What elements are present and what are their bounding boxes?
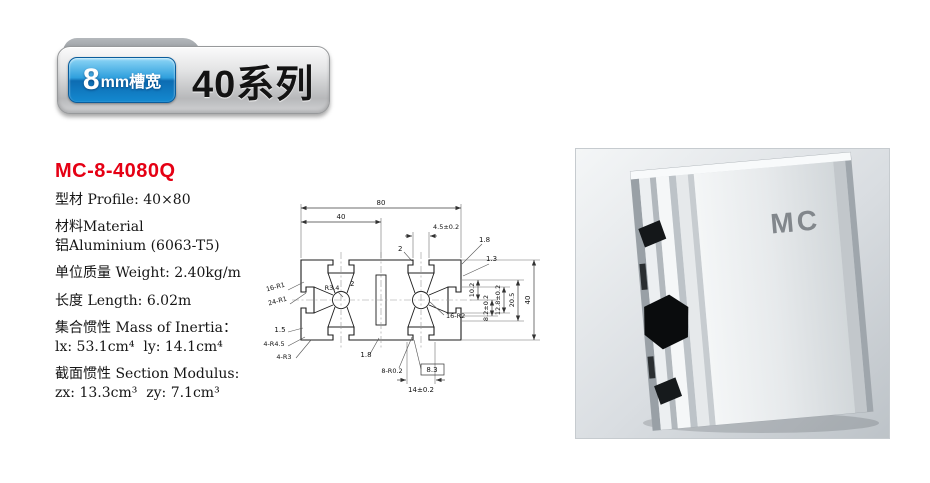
badge-plate: 8 mm槽宽 40系列 <box>57 46 330 114</box>
dim-fillet-4r3: 4-R3 <box>276 353 291 361</box>
product-photo: MC <box>576 149 889 438</box>
spec-inertia-label: 集合惯性 Mass of Inertia： <box>55 320 237 337</box>
cross-section-drawing: 80 40 4.5±0.2 1.8 2 1.3 16-R1 24-R1 R3.4… <box>263 199 540 394</box>
slot-groove-lower <box>647 356 656 379</box>
spec-modulus-value: zx: 13.3cm³ zy: 7.1cm³ <box>55 384 220 401</box>
spec-profile: 型材 Profile: 40×80 <box>55 192 191 208</box>
spec-modulus-group: 截面惯性 Section Modulus: zx: 13.3cm³ zy: 7.… <box>55 365 307 402</box>
center-bore-cavity <box>644 294 689 350</box>
dim-128: 12.8±0.2 <box>494 285 502 315</box>
spec-material-group: 材料Material 铝Aluminium (6063-T5) <box>55 218 307 255</box>
dim-wall-18-top: 1.8 <box>479 236 490 244</box>
dim-83: 8.3 <box>426 366 437 374</box>
dim-radius-r34: R3.4 <box>325 284 340 292</box>
dim-slot-top: 4.5±0.2 <box>433 223 459 231</box>
series-title: 40系列 <box>192 63 315 106</box>
dim-height-40: 40 <box>524 296 532 305</box>
spec-material-value: 铝Aluminium (6063-T5) <box>55 237 220 254</box>
dim-wall-2-left: 2 <box>350 280 354 288</box>
product-model: MC-8-4080Q <box>55 160 176 182</box>
dim-wall-2-top: 2 <box>398 245 402 253</box>
slot-width-unit: mm槽宽 <box>100 74 162 91</box>
spec-weight: 单位质量 Weight: 2.40kg/m <box>55 265 241 282</box>
dim-82: 8.2±0.2 <box>482 295 490 321</box>
slot-width-tab: 8 mm槽宽 <box>68 57 176 103</box>
dim-102: 10.2 <box>468 283 476 297</box>
slot-cavity-bottom <box>654 377 683 405</box>
product-photo-panel: MC <box>575 148 890 439</box>
series-badge: 8 mm槽宽 40系列 <box>57 38 330 114</box>
spec-weight-group: 单位质量 Weight: 2.40kg/m <box>55 264 307 282</box>
dim-fillet-4r45: 4-R4.5 <box>263 340 284 348</box>
dim-wall-18-bottom: 1.8 <box>360 351 371 359</box>
slot-width-number: 8 <box>82 63 100 96</box>
dim-14: 14±0.2 <box>408 386 434 394</box>
dimension-labels: 80 40 4.5±0.2 1.8 2 1.3 16-R1 24-R1 R3.4… <box>263 199 532 394</box>
slot-groove-upper <box>639 263 648 290</box>
spec-profile-group: 型材 Profile: 40×80 <box>55 191 307 209</box>
brand-embossing: MC <box>769 204 821 239</box>
dim-fillet-16r1: 16-R1 <box>265 281 286 294</box>
spec-inertia-group: 集合惯性 Mass of Inertia： lx: 53.1cm⁴ ly: 14… <box>55 319 307 356</box>
spec-list: 型材 Profile: 40×80 材料Material 铝Aluminium … <box>55 191 307 411</box>
dim-205: 20.5 <box>508 293 516 307</box>
dim-bore-16r2: 16-R2 <box>446 312 465 320</box>
dim-fillet-24r1: 24-R1 <box>267 295 288 308</box>
dim-half-width: 40 <box>337 213 346 221</box>
spec-length: 长度 Length: 6.02m <box>55 292 192 309</box>
spec-inertia-value: lx: 53.1cm⁴ ly: 14.1cm⁴ <box>55 338 223 355</box>
profile-outline <box>292 252 472 348</box>
dim-total-width: 80 <box>377 199 386 207</box>
dim-wall-13: 1.3 <box>486 255 497 263</box>
aluminium-profile-render: MC <box>629 151 874 431</box>
centerlines <box>292 252 472 348</box>
spec-length-group: 长度 Length: 6.02m <box>55 292 307 310</box>
slot-cavity-top <box>638 220 667 248</box>
spec-material-label: 材料Material <box>55 219 144 236</box>
spec-modulus-label: 截面惯性 Section Modulus: <box>55 366 240 383</box>
dimension-lines <box>287 204 540 384</box>
dim-fillet-8r02: 8-R0.2 <box>381 367 402 375</box>
dim-wall-15: 1.5 <box>274 326 285 334</box>
